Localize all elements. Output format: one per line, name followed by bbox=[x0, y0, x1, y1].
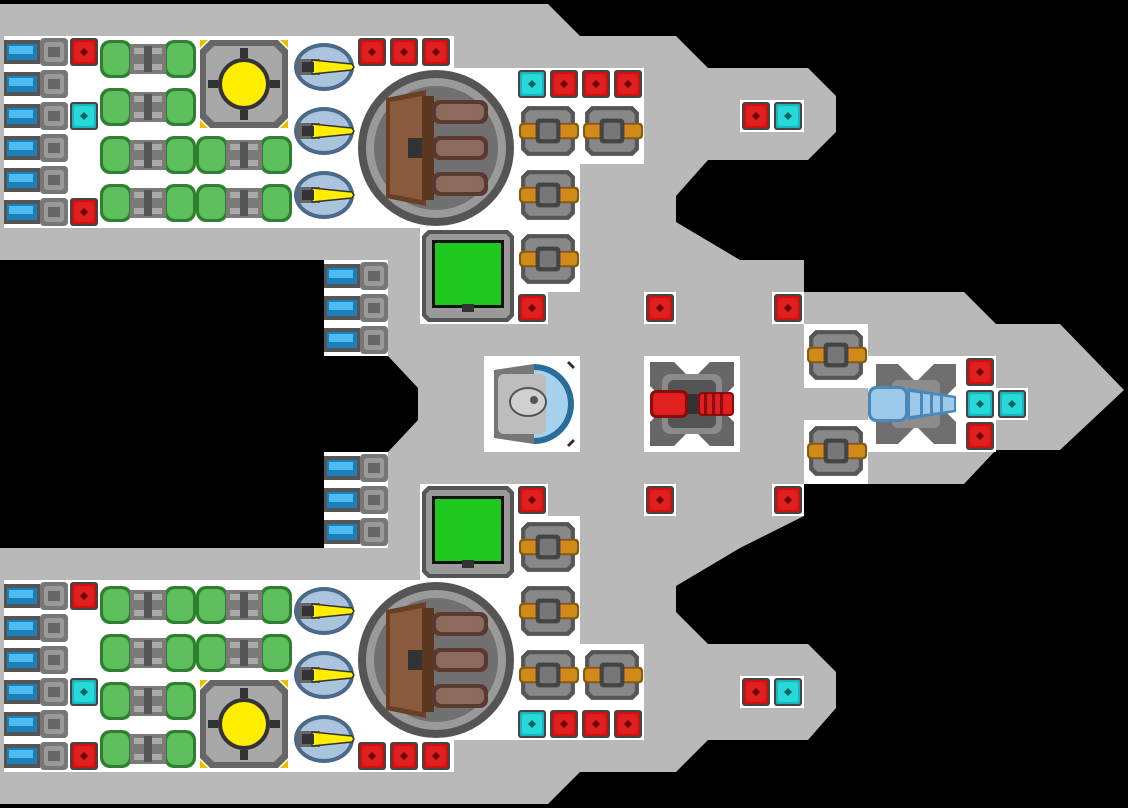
armor-row-top[interactable] bbox=[358, 38, 450, 66]
thrusters-mid-top[interactable] bbox=[324, 262, 388, 354]
armor-row-bottom[interactable] bbox=[358, 742, 450, 770]
armor-block-red-icon[interactable] bbox=[518, 294, 546, 322]
missile-launchers-bottom[interactable] bbox=[293, 586, 355, 764]
laser-turret-icon[interactable] bbox=[650, 362, 734, 446]
armor-block-red-icon[interactable] bbox=[518, 486, 546, 514]
thrusters-mid-bottom[interactable] bbox=[324, 454, 388, 546]
reactor-icon[interactable] bbox=[200, 680, 288, 768]
heavy-cannon-top[interactable] bbox=[358, 70, 514, 226]
radar-dish-icon[interactable] bbox=[484, 356, 580, 452]
shield-panel-bottom[interactable] bbox=[422, 486, 514, 578]
shield-panel-top[interactable] bbox=[422, 230, 514, 322]
reactor-icon[interactable] bbox=[200, 40, 288, 128]
heavy-cannon-bottom[interactable] bbox=[358, 582, 514, 738]
missile-launchers-top[interactable] bbox=[293, 42, 355, 220]
